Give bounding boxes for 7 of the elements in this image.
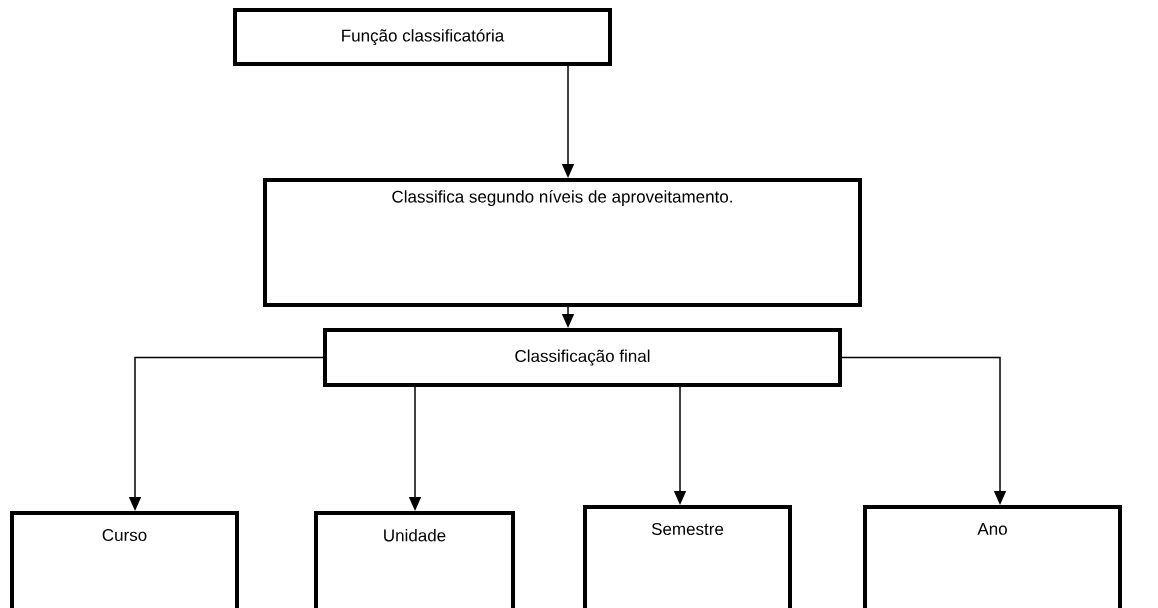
process-box: Curso (10, 511, 239, 608)
process-box: Ano (863, 505, 1122, 608)
process-box: Classifica segundo níveis de aproveitamento. (263, 178, 862, 307)
process-box: Unidade (314, 511, 515, 608)
process-box: Semestre (583, 505, 792, 608)
process-box: Função classificatória (233, 8, 612, 66)
process-box: Classificação final (323, 328, 842, 387)
